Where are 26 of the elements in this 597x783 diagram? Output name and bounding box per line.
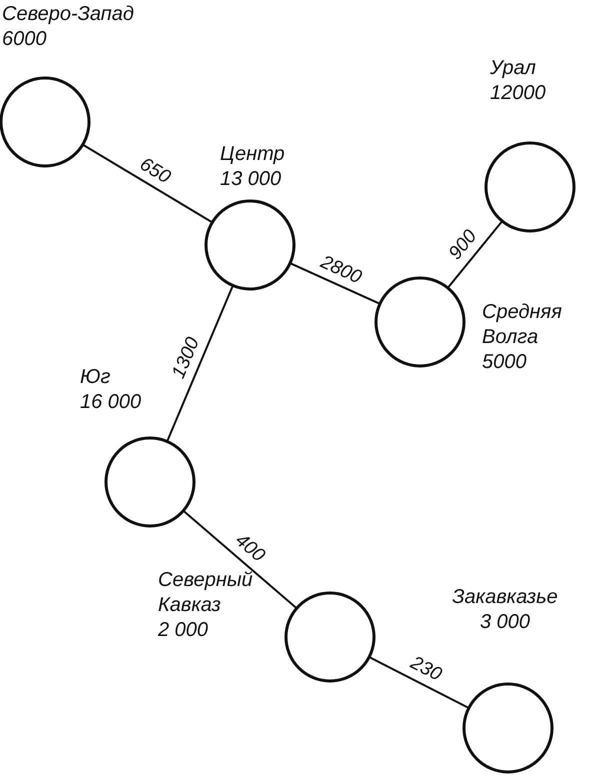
region-name: Юг xyxy=(80,365,110,390)
edge-label: 400 xyxy=(232,530,268,566)
connector-line xyxy=(447,220,503,289)
connector-line xyxy=(290,262,380,305)
edge-label: 650 xyxy=(136,154,174,187)
region-name: Северо-Запад xyxy=(2,2,134,27)
region-value: 12000 xyxy=(490,81,546,106)
region-value: 2 000 xyxy=(158,618,208,643)
region-name: Закавказье xyxy=(452,585,558,610)
edge-label: 2800 xyxy=(318,252,364,288)
edge-label: 230 xyxy=(407,653,444,685)
region-value: 5000 xyxy=(482,350,526,375)
edge-label: 1300 xyxy=(169,334,204,381)
edge-label: 900 xyxy=(446,226,481,264)
region-value: 6000 xyxy=(2,27,46,52)
connector-line xyxy=(182,510,298,610)
region-name: Средняя Волга xyxy=(482,300,563,350)
connector-line xyxy=(368,656,470,709)
region-value: 3 000 xyxy=(480,610,530,635)
region-name: Урал xyxy=(490,56,536,81)
region-name: Центр xyxy=(220,142,285,167)
connector-line xyxy=(166,285,234,442)
region-value: 13 000 xyxy=(220,167,282,192)
connector-line xyxy=(82,144,213,224)
region-name: Северный Кавказ xyxy=(158,568,254,618)
region-value: 16 000 xyxy=(80,390,142,415)
